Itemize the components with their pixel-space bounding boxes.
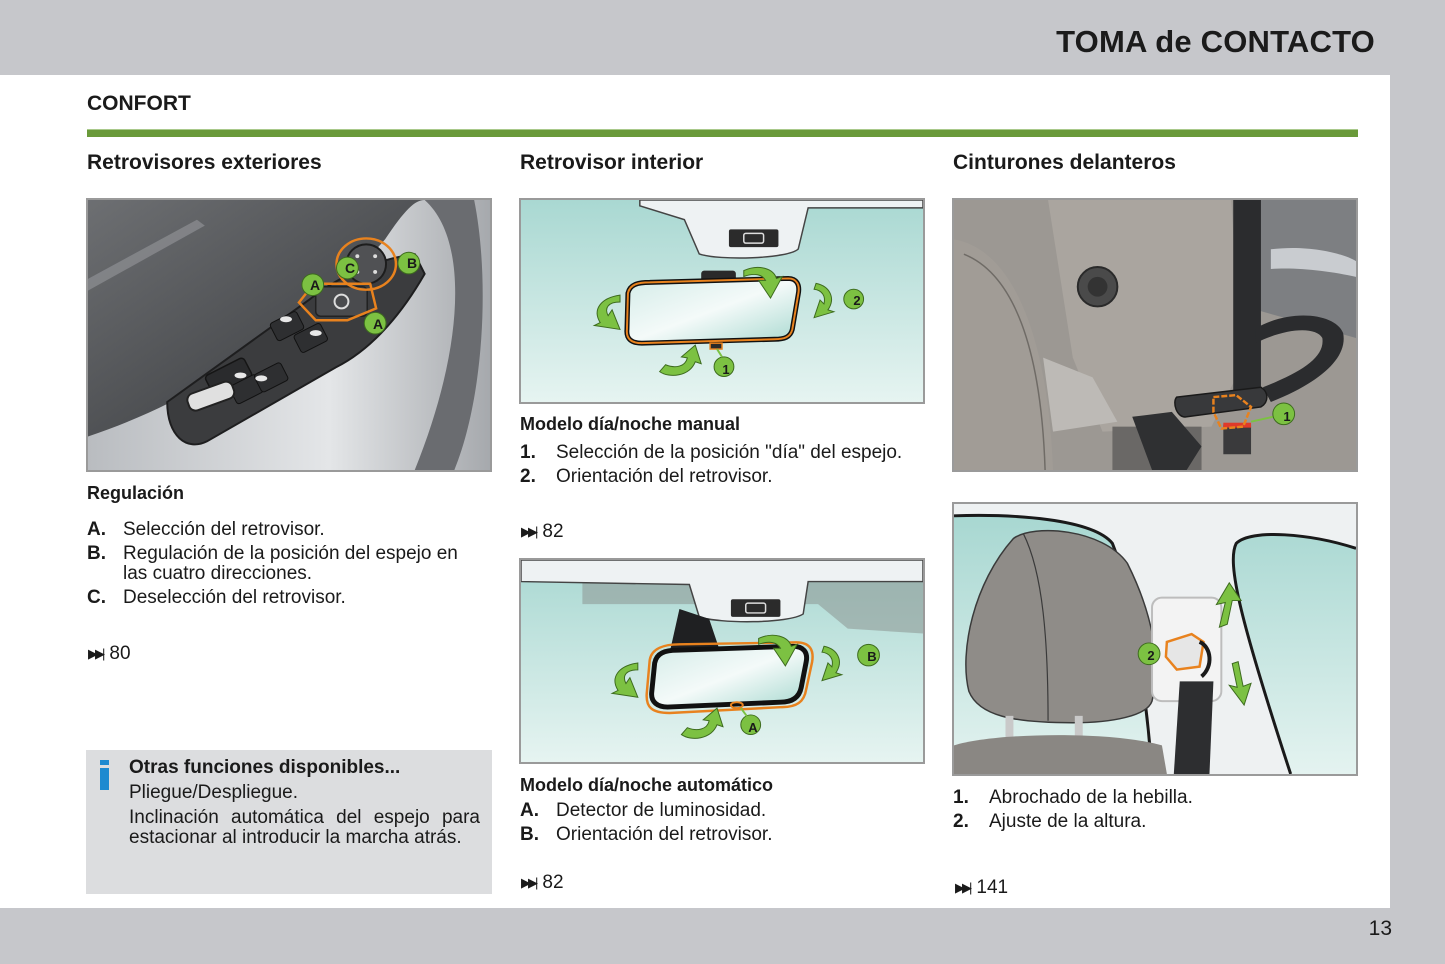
item-text: Deselección del retrovisor.	[123, 587, 346, 608]
page-reference-icon: ▶▶|	[88, 646, 105, 661]
section-title: CONFORT	[87, 92, 191, 115]
callout-label: A	[372, 316, 384, 332]
page-reference-link[interactable]: ▶▶| 82	[521, 872, 564, 894]
item-text: Orientación del retrovisor.	[556, 824, 773, 845]
callout-label: B	[867, 649, 877, 664]
callout-label: A	[309, 277, 321, 293]
item-text: Orientación del retrovisor.	[556, 466, 773, 487]
subheading-manual-model: Modelo día/noche manual	[520, 414, 741, 434]
figure-manual-mirror: 1 2	[519, 198, 925, 404]
page-reference-number: 141	[976, 877, 1009, 898]
exterior-steps-list: A. Selección del retrovisor. B. Regulación…	[87, 520, 487, 612]
figure-door-switch-panel: A C B A	[86, 198, 492, 472]
item-key: 2.	[520, 466, 536, 487]
item-text: Abrochado de la hebilla.	[989, 787, 1193, 808]
item-key: 2.	[953, 811, 969, 832]
info-paragraph: Pliegue/Despliegue.	[129, 782, 299, 803]
page-reference-link[interactable]: ▶▶| 141	[955, 877, 1008, 899]
figure-belt-height: 2	[952, 502, 1358, 776]
item-text: Selección del retrovisor.	[123, 519, 325, 540]
item-text: Ajuste de la altura.	[989, 811, 1147, 832]
item-key: A.	[87, 519, 106, 540]
list-item: 1. Abrochado de la hebilla.	[953, 788, 1353, 808]
page-reference-number: 82	[542, 521, 564, 542]
callout-label: A	[748, 720, 758, 735]
callout-label: 1	[722, 362, 730, 377]
info-paragraph: Inclinación automática del espejo para e…	[129, 807, 480, 848]
heading-interior-mirror: Retrovisor interior	[520, 151, 704, 174]
list-item: A. Selección del retrovisor.	[87, 520, 487, 540]
item-key: 1.	[520, 442, 536, 463]
item-key: A.	[520, 800, 539, 821]
list-item: B. Regulación de la posición del espejo e…	[87, 544, 487, 584]
heading-front-belts: Cinturones delanteros	[953, 151, 1176, 174]
item-key: 1.	[953, 787, 969, 808]
page-reference-icon: ▶▶|	[521, 524, 538, 539]
callout-label: C	[344, 260, 356, 276]
callout-label: B	[406, 255, 418, 271]
callout-label: 2	[853, 293, 861, 308]
info-title: Otras funciones disponibles...	[129, 757, 401, 778]
chapter-title: TOMA de CONTACTO	[1056, 24, 1375, 59]
figure-automatic-mirror: A B	[519, 558, 925, 764]
item-key: B.	[520, 824, 539, 845]
manual-mirror-list: 1. Selección de la posición "día" del esp…	[520, 443, 910, 491]
page-number: 13	[1368, 917, 1392, 940]
callout-label: 1	[1283, 409, 1291, 424]
callout-label: 2	[1147, 648, 1155, 663]
page-reference-link[interactable]: ▶▶| 80	[88, 643, 131, 665]
list-item: 2. Ajuste de la altura.	[953, 812, 1353, 832]
subheading-regulation: Regulación	[87, 483, 185, 503]
automatic-mirror-list: A. Detector de luminosidad. B. Orientación…	[520, 801, 910, 849]
list-item: A. Detector de luminosidad.	[520, 801, 910, 821]
page-reference-icon: ▶▶|	[955, 880, 972, 895]
item-text: Detector de luminosidad.	[556, 800, 767, 821]
page-reference-number: 80	[109, 643, 131, 664]
item-text: Selección de la posición "día" del espej…	[556, 442, 903, 463]
heading-exterior-mirrors: Retrovisores exteriores	[87, 151, 322, 174]
item-key: C.	[87, 587, 106, 608]
section-divider	[87, 129, 1358, 137]
page-reference-number: 82	[542, 872, 564, 893]
item-text: Regulación de la posición del espejo en …	[123, 543, 458, 584]
list-item: C. Deselección del retrovisor.	[87, 588, 487, 608]
info-icon	[100, 760, 109, 790]
info-box: Otras funciones disponibles... Pliegue/D…	[86, 750, 492, 894]
subheading-automatic-model: Modelo día/noche automático	[520, 775, 774, 795]
figure-belt-buckle: 1	[952, 198, 1358, 472]
list-item: 2. Orientación del retrovisor.	[520, 467, 910, 487]
belt-steps-list: 1. Abrochado de la hebilla. 2. Ajuste de l…	[953, 788, 1353, 836]
page-reference-icon: ▶▶|	[521, 875, 538, 890]
item-key: B.	[87, 543, 106, 564]
callout-badges	[301, 251, 421, 335]
page-reference-link[interactable]: ▶▶| 82	[521, 521, 564, 543]
list-item: 1. Selección de la posición "día" del esp…	[520, 443, 910, 463]
list-item: B. Orientación del retrovisor.	[520, 825, 910, 845]
